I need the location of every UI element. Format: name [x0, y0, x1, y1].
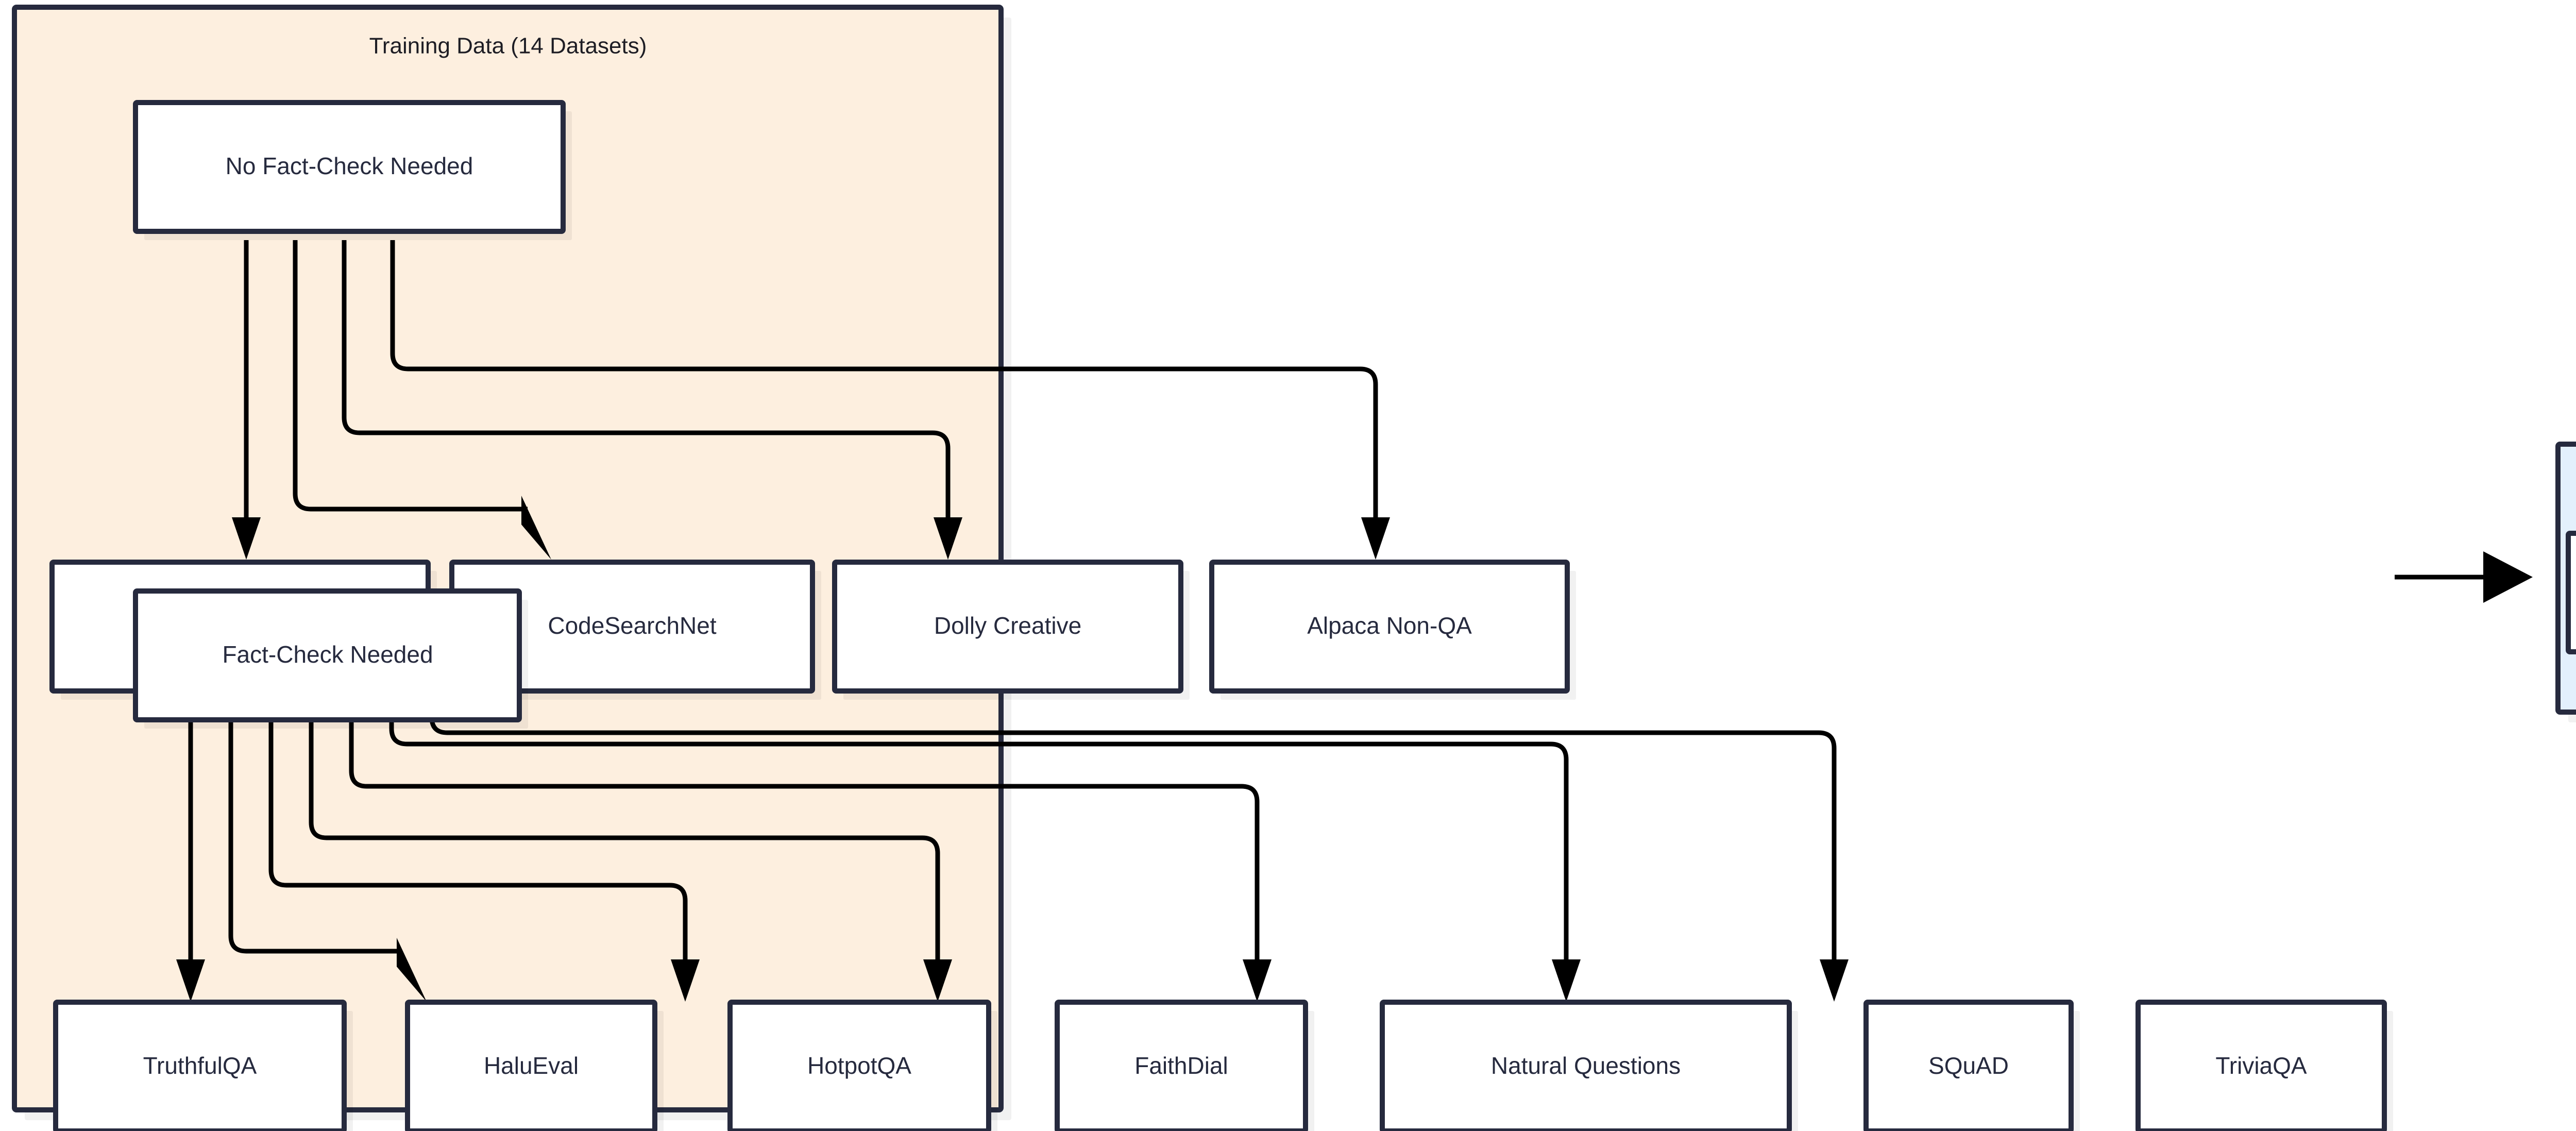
edge-arrowhead-codesearchnet — [521, 496, 551, 560]
node-squad-label: SQuAD — [1928, 1052, 2009, 1079]
edge-arrowhead-truthfulqa — [176, 959, 205, 1002]
node-codesearchnet-label: CodeSearchNet — [548, 612, 717, 639]
node-naturalquestions-rect[interactable] — [1380, 1000, 1792, 1131]
edge-factcheck-halueval — [228, 719, 402, 954]
node-halueval-rect[interactable] — [405, 1000, 657, 1131]
node-factcheck-label: Fact-Check Needed — [222, 641, 433, 668]
node-squad[interactable]: SQuAD — [1863, 1000, 2080, 1131]
node-nofactcheck-rect[interactable] — [133, 100, 566, 234]
cluster-training-title: Training Data (14 Datasets) — [369, 33, 647, 59]
node-fact-check-needed[interactable]: Fact-Check Needed — [133, 588, 528, 729]
edge-arrowhead-writingprompts — [232, 517, 261, 560]
node-halueval-label: HaluEval — [484, 1052, 579, 1079]
node-truthfulqa-label: TruthfulQA — [143, 1052, 257, 1079]
edge-factcheck-squad — [389, 719, 1569, 965]
node-alpacanonqa[interactable]: Alpaca Non-QA — [1209, 560, 1576, 700]
node-naturalquestions[interactable]: Natural Questions — [1380, 1000, 1798, 1131]
edge-arrowhead-halueval — [397, 938, 427, 1002]
node-alpacanonqa-label: Alpaca Non-QA — [1307, 612, 1472, 639]
edge-arrowhead-triviaqa — [1820, 959, 1849, 1002]
edge-nofactcheck-alpacanonqa — [390, 240, 1378, 522]
node-dollycreative[interactable]: Dolly Creative — [832, 560, 1190, 700]
edge-factcheck-naturalquestions — [349, 719, 1260, 965]
node-squad-rect[interactable] — [1863, 1000, 2074, 1131]
edge-training-to-sentinel — [2395, 551, 2533, 603]
node-hotpotqa[interactable]: HotpotQA — [727, 1000, 997, 1131]
edge-nofactcheck-dollycreative — [342, 240, 951, 522]
edge-group-nofactcheck — [232, 240, 1390, 560]
node-dollycreative-label: Dolly Creative — [934, 612, 1081, 639]
edge-arrowhead-hotpotqa — [671, 959, 700, 1002]
edge-arrowhead-dollycreative — [934, 517, 962, 560]
node-nofactcheck-label: No Fact-Check Needed — [226, 153, 473, 179]
edge-arrowhead-naturalquestions — [1243, 959, 1272, 1002]
node-hotpotqa-rect[interactable] — [727, 1000, 991, 1131]
edge-factcheck-triviaqa — [429, 715, 1837, 965]
edge-factcheck-hotpotqa — [268, 719, 688, 965]
edge-group-factcheck — [176, 715, 1849, 1002]
edge-nofactcheck-codesearchnet — [293, 240, 528, 512]
node-no-fact-check-needed[interactable]: No Fact-Check Needed — [133, 100, 572, 240]
node-modernbert-rect[interactable] — [2566, 531, 2576, 654]
edge-factcheck-faithdial — [309, 719, 940, 965]
node-hotpotqa-label: HotpotQA — [807, 1052, 911, 1079]
edge-arrowhead-squad — [1552, 959, 1581, 1002]
node-modernbert-base[interactable]: ModernBERT Base — [2566, 531, 2576, 661]
node-triviaqa-rect[interactable] — [2136, 1000, 2387, 1131]
node-dollycreative-rect[interactable] — [832, 560, 1183, 694]
edge-arrowhead-faithdial — [923, 959, 952, 1002]
node-triviaqa-label: TriviaQA — [2215, 1052, 2307, 1079]
node-truthfulqa-rect[interactable] — [53, 1000, 347, 1131]
edge-arrowhead-sentinel — [2483, 551, 2533, 603]
node-faithdial-label: FaithDial — [1134, 1052, 1228, 1079]
node-truthfulqa[interactable]: TruthfulQA — [53, 1000, 353, 1131]
node-naturalquestions-label: Natural Questions — [1491, 1052, 1681, 1079]
node-triviaqa[interactable]: TriviaQA — [2136, 1000, 2393, 1131]
edge-arrowhead-alpacanonqa — [1361, 517, 1390, 560]
node-codesearchnet[interactable]: CodeSearchNet — [449, 560, 821, 700]
node-alpacanonqa-rect[interactable] — [1209, 560, 1570, 694]
node-halueval[interactable]: HaluEval — [405, 1000, 664, 1131]
node-faithdial-rect[interactable] — [1055, 1000, 1308, 1131]
node-faithdial[interactable]: FaithDial — [1055, 1000, 1314, 1131]
node-factcheck-rect[interactable] — [133, 588, 522, 722]
